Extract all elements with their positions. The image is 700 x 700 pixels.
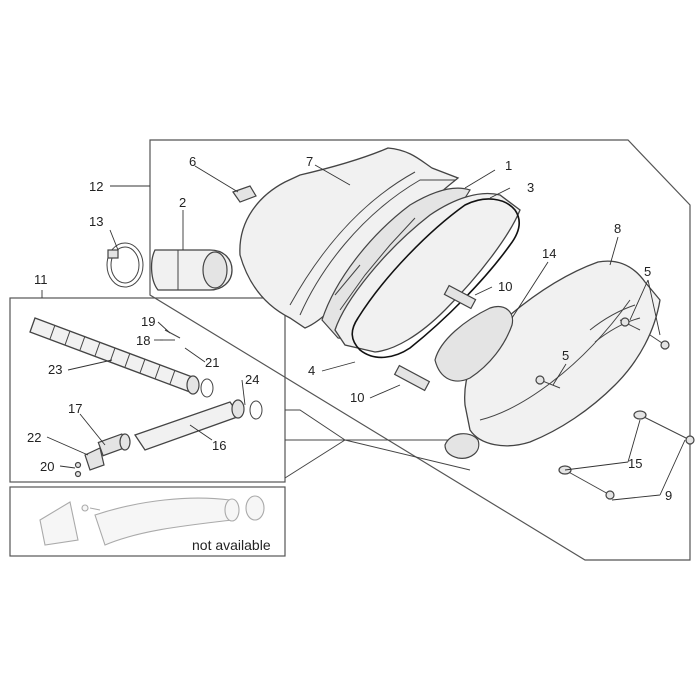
- label-1: 1: [505, 158, 512, 173]
- drain-cap: [97, 433, 131, 457]
- label-14: 14: [542, 246, 556, 261]
- label-17: 17: [68, 401, 82, 416]
- label-11: 11: [34, 272, 48, 287]
- label-22: 22: [27, 430, 41, 445]
- screw-20b: [74, 470, 82, 478]
- label-23: 23: [48, 362, 62, 377]
- screw-19: [164, 329, 181, 339]
- airbox-housing: [239, 147, 460, 329]
- label-4: 4: [308, 363, 315, 378]
- intake-rubber: [150, 249, 233, 291]
- label-18: 18: [136, 333, 150, 348]
- retaining-clip: [232, 185, 257, 203]
- label-20: 20: [40, 459, 54, 474]
- label-24: 24: [245, 372, 259, 387]
- label-12: 12: [89, 179, 103, 194]
- filter-element: [334, 192, 521, 353]
- label-13: 13: [89, 214, 103, 229]
- unavailable-parts: [39, 495, 265, 546]
- hose-clamp-21: [200, 378, 214, 398]
- not-available-frame: [9, 486, 286, 557]
- label-10-lower: 10: [350, 390, 364, 405]
- label-7: 7: [306, 154, 313, 169]
- label-6: 6: [189, 154, 196, 169]
- label-5-lower: 5: [562, 348, 569, 363]
- corrugated-hose: [29, 317, 200, 395]
- screw-20a: [74, 461, 82, 469]
- seal-gasket: [351, 198, 520, 359]
- label-21: 21: [205, 355, 219, 370]
- not-available-label: not available: [192, 537, 271, 553]
- drain-tube-end: [231, 399, 245, 419]
- label-5-upper: 5: [644, 264, 651, 279]
- assembly-frame: [149, 139, 691, 561]
- bracket: [84, 447, 105, 471]
- cover-outlet: [444, 433, 480, 459]
- label-15: 15: [628, 456, 642, 471]
- label-19: 19: [141, 314, 155, 329]
- kit-frame: [9, 297, 286, 483]
- hose-clamp-24: [249, 400, 263, 420]
- hose-clamp: [106, 242, 144, 288]
- inlet-duct: [434, 306, 514, 382]
- label-3: 3: [527, 180, 534, 195]
- leader-lines: [41, 164, 686, 501]
- label-8: 8: [614, 221, 621, 236]
- label-10-upper: 10: [498, 279, 512, 294]
- spacer-upper: [443, 284, 477, 310]
- spacer-lower: [393, 364, 431, 392]
- label-16: 16: [212, 438, 226, 453]
- connector-lines: [284, 409, 471, 479]
- label-9: 9: [665, 488, 672, 503]
- label-2: 2: [179, 195, 186, 210]
